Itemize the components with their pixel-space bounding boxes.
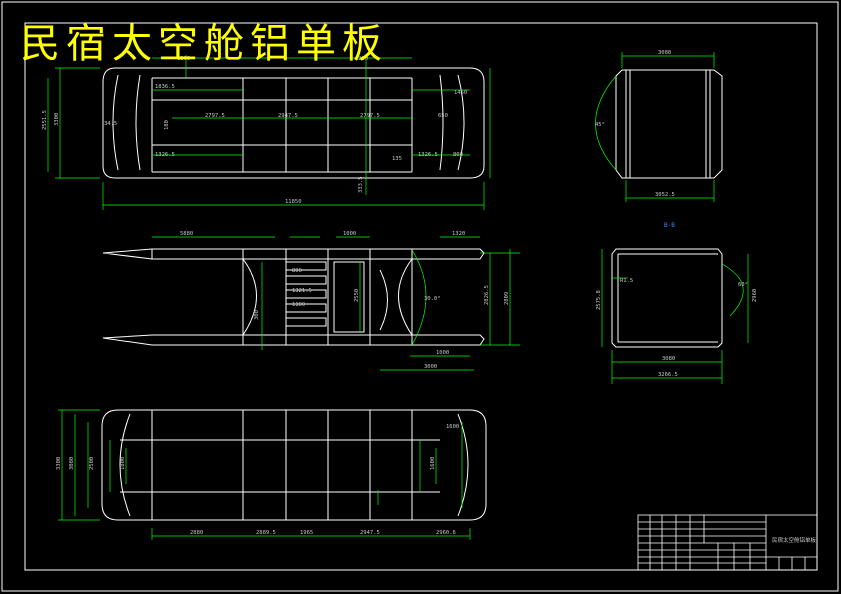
dim-bottom-7: 1965 — [300, 530, 313, 536]
dim-top-5: 2797.5 — [205, 113, 225, 119]
dim-overall-width: 3300 — [54, 113, 60, 126]
side-view-bottom-dimensions — [601, 249, 749, 384]
dim-width-2: 2551.5 — [42, 110, 48, 130]
dim-side-bottom-4: 2960 — [752, 289, 758, 302]
dim-top-7: 2797.5 — [360, 113, 380, 119]
dim-overall-length: 11850 — [285, 199, 302, 205]
dim-top-11: 180 — [164, 120, 170, 130]
title-block-drawing-name: 民宿太空舱铝单板 — [772, 536, 817, 544]
dim-bottom-10: 1600 — [446, 424, 459, 430]
dim-side-bottom-3: 2575.8 — [596, 290, 602, 310]
dim-top-12: 333.5 — [358, 176, 364, 193]
dim-top-4: 1200 — [355, 56, 368, 62]
top-view — [102, 67, 485, 179]
dim-bottom-4: 1800 — [120, 457, 126, 470]
dim-side-top-bottom: 3052.5 — [655, 192, 675, 198]
dim-bottom-5: 2880 — [190, 530, 203, 536]
dim-front-12: 300 — [254, 310, 260, 320]
dim-front-4: 800 — [292, 268, 302, 274]
dim-bottom-6: 2889.5 — [256, 530, 276, 536]
front-angle: 30.0° — [424, 296, 441, 302]
dim-front-2: 1320 — [452, 231, 465, 237]
dim-front-8: 2826.5 — [484, 285, 490, 305]
inner-border — [24, 22, 818, 571]
dim-bottom-11: 1600 — [430, 457, 436, 470]
dim-top-13: 800 — [453, 152, 463, 158]
dim-front-9: 2809 — [504, 292, 510, 305]
dim-top-3: 1200 — [177, 56, 190, 62]
dim-side-bottom-1: 3080 — [662, 356, 675, 362]
dim-top-15: 34.5 — [104, 121, 117, 127]
dim-front-5: 1321.5 — [292, 288, 312, 294]
dim-front-1: 5880 — [180, 231, 193, 237]
dim-front-3: 1000 — [343, 231, 356, 237]
side-bottom-angle: 60° — [738, 282, 748, 288]
dim-side-bottom-2: 3266.5 — [658, 372, 678, 378]
dim-top-8: 1326.5 — [155, 152, 175, 158]
dim-top-1: 1836.5 — [155, 84, 175, 90]
dim-side-bottom-5: R1.5 — [620, 278, 633, 284]
section-caption: B-B — [664, 222, 675, 229]
dim-bottom-2: 3080 — [69, 457, 75, 470]
dim-top-6: 2947.5 — [278, 113, 298, 119]
dim-top-2: 1450 — [454, 90, 467, 96]
side-view-top — [615, 69, 723, 179]
top-view-dimensions — [47, 55, 491, 210]
title-block — [637, 514, 818, 571]
dim-side-top-width: 3080 — [658, 50, 671, 56]
side-top-angle: 45° — [595, 122, 605, 128]
dim-top-9: 1326.5 — [418, 152, 438, 158]
dim-bottom-9: 2960.6 — [436, 530, 456, 536]
dim-front-7: 2550 — [354, 289, 360, 302]
side-view-bottom — [611, 248, 723, 348]
front-view-dimensions — [152, 236, 520, 371]
dim-top-14: 135 — [392, 156, 402, 162]
dim-front-6: 1100 — [292, 302, 305, 308]
dim-front-11: 1000 — [436, 350, 449, 356]
bottom-view — [101, 409, 487, 521]
bottom-view-dimensions — [58, 409, 471, 540]
dim-bottom-8: 2947.5 — [360, 530, 380, 536]
dim-bottom-3: 2500 — [89, 457, 95, 470]
dim-front-10: 3000 — [424, 364, 437, 370]
dim-bottom-1: 3300 — [56, 457, 62, 470]
side-view-top-dimensions — [595, 52, 715, 202]
dim-top-10: 650 — [438, 113, 448, 119]
drawing-title: 民宿太空舱铝单板 — [20, 21, 388, 67]
